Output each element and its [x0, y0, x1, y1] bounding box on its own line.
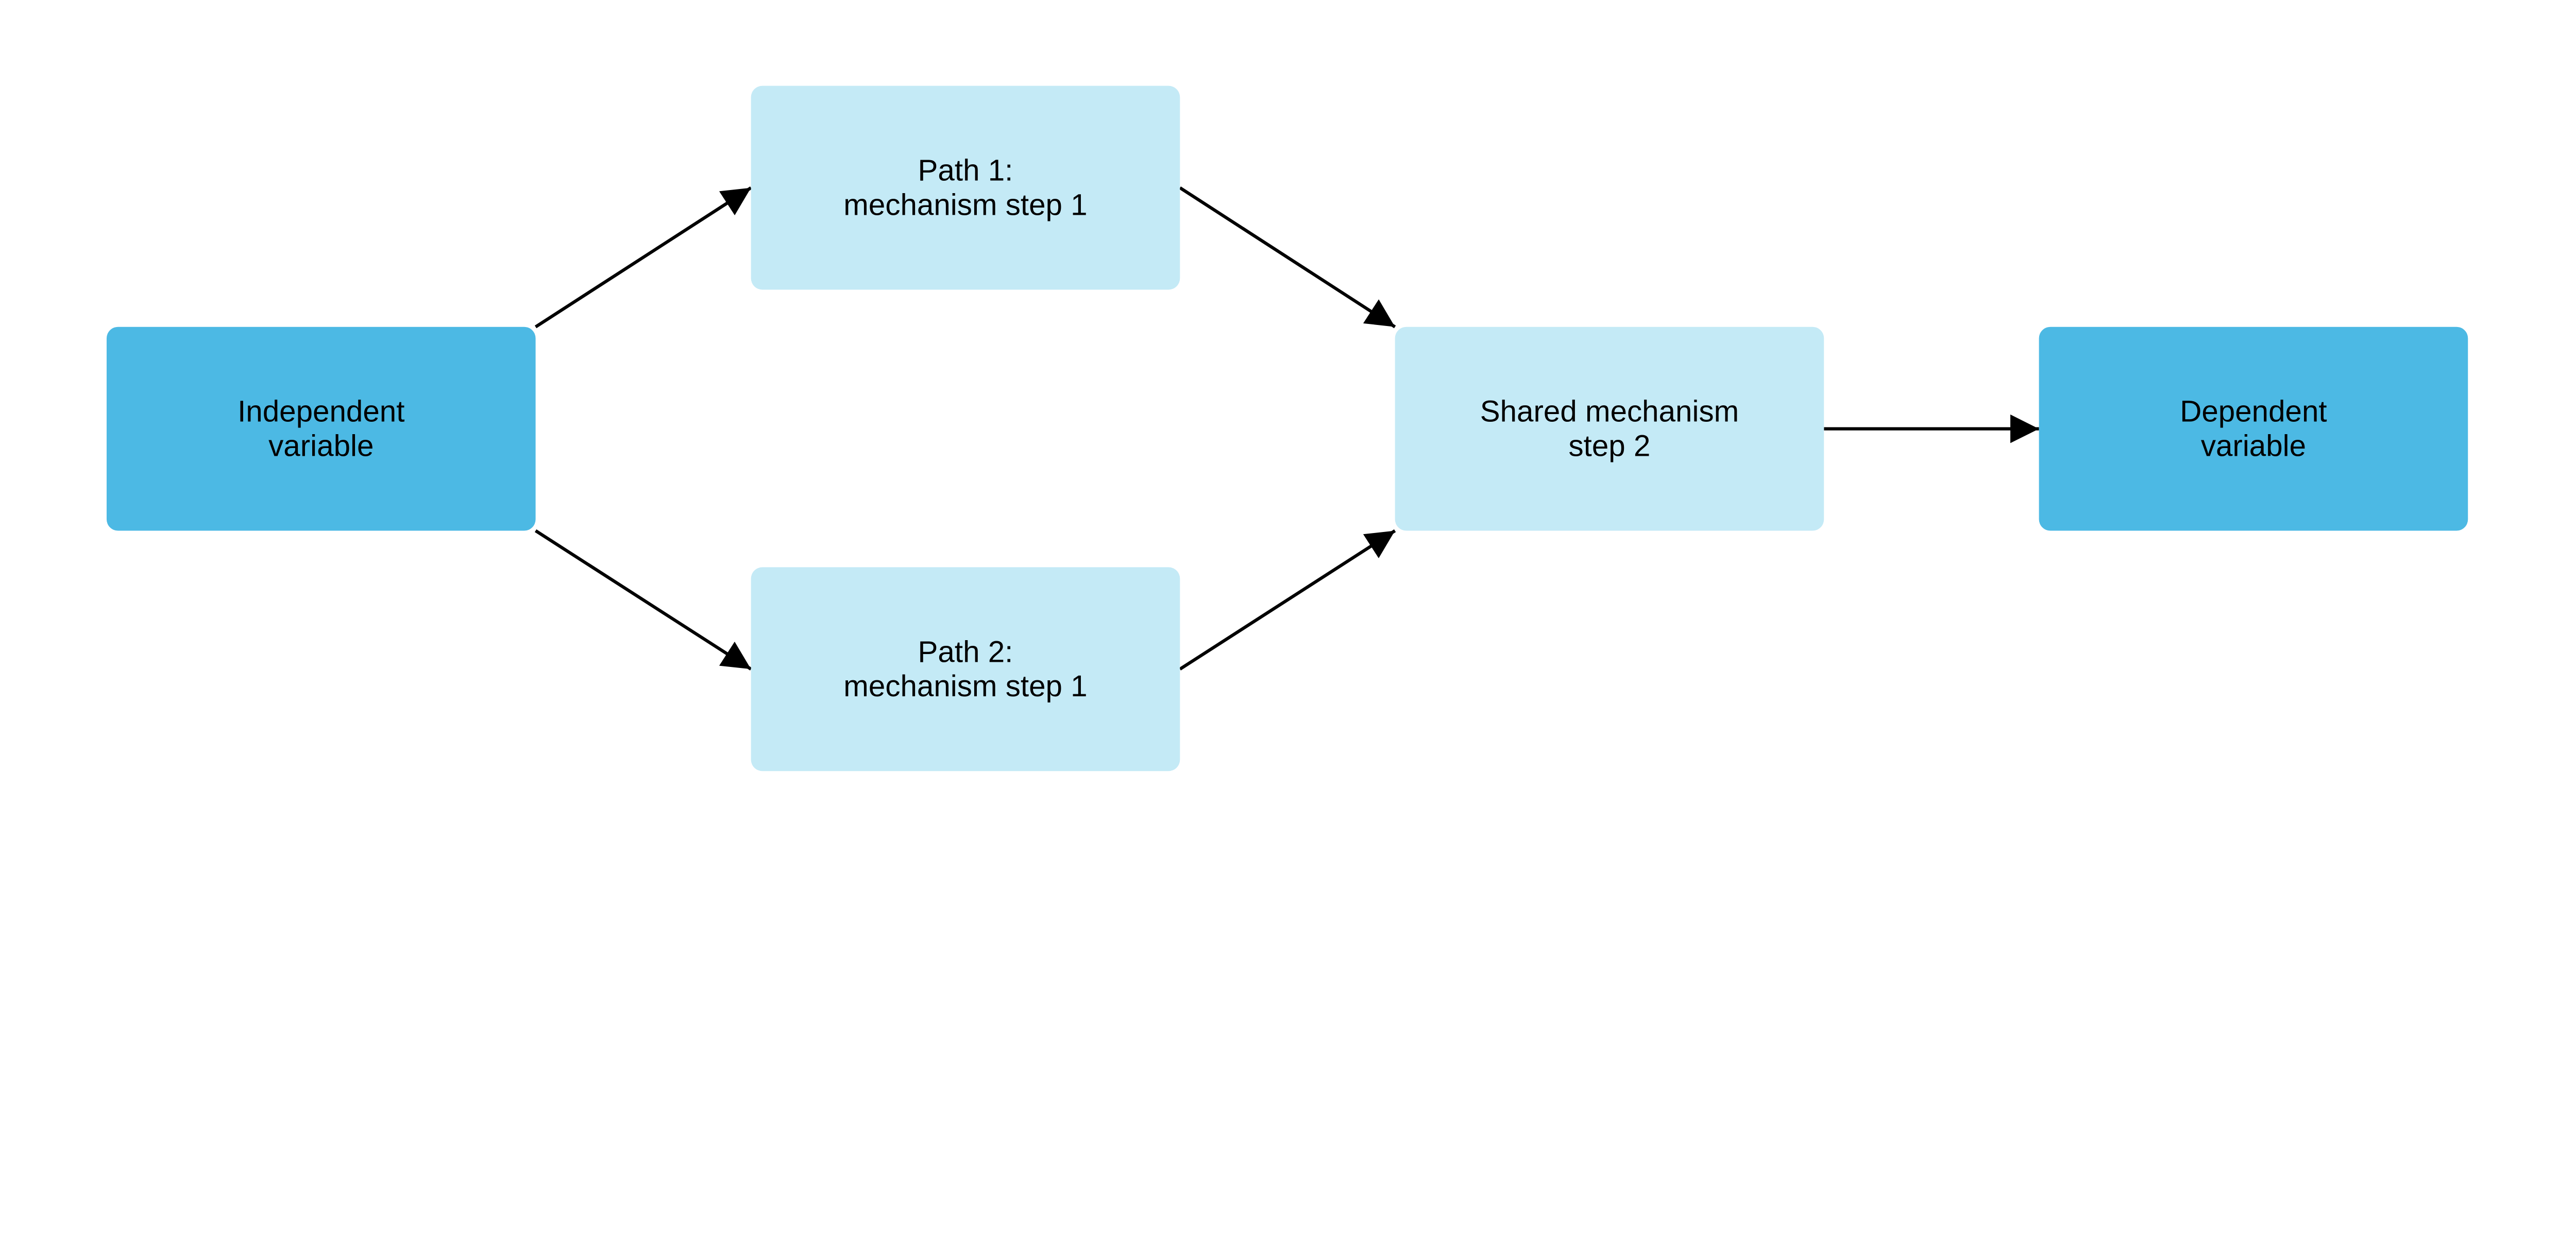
node-label: Shared mechanism: [1480, 395, 1739, 428]
node-label: Independent: [238, 395, 404, 428]
node-label: Path 2:: [918, 635, 1013, 668]
node-label: Dependent: [2180, 395, 2327, 428]
node-label: variable: [2201, 429, 2306, 462]
node-label: Path 1:: [918, 154, 1013, 187]
node-label: mechanism step 1: [843, 670, 1087, 703]
node-box: [2039, 327, 2468, 531]
arrow-independent-to-path2: [534, 529, 752, 671]
node-path1: Path 1:mechanism step 1: [751, 85, 1180, 290]
node-box: [751, 85, 1180, 290]
node-path2: Path 2:mechanism step 1: [751, 567, 1180, 771]
arrow-independent-to-path1: [534, 186, 752, 329]
arrow-path2-to-shared: [1179, 529, 1396, 671]
node-label: variable: [268, 429, 374, 462]
node-label: mechanism step 1: [843, 188, 1087, 221]
node-label: step 2: [1569, 429, 1651, 462]
node-box: [1395, 327, 1824, 531]
node-box: [751, 567, 1180, 771]
node-box: [106, 327, 536, 531]
arrow-path1-to-shared: [1179, 186, 1396, 329]
edges: [534, 186, 2039, 671]
